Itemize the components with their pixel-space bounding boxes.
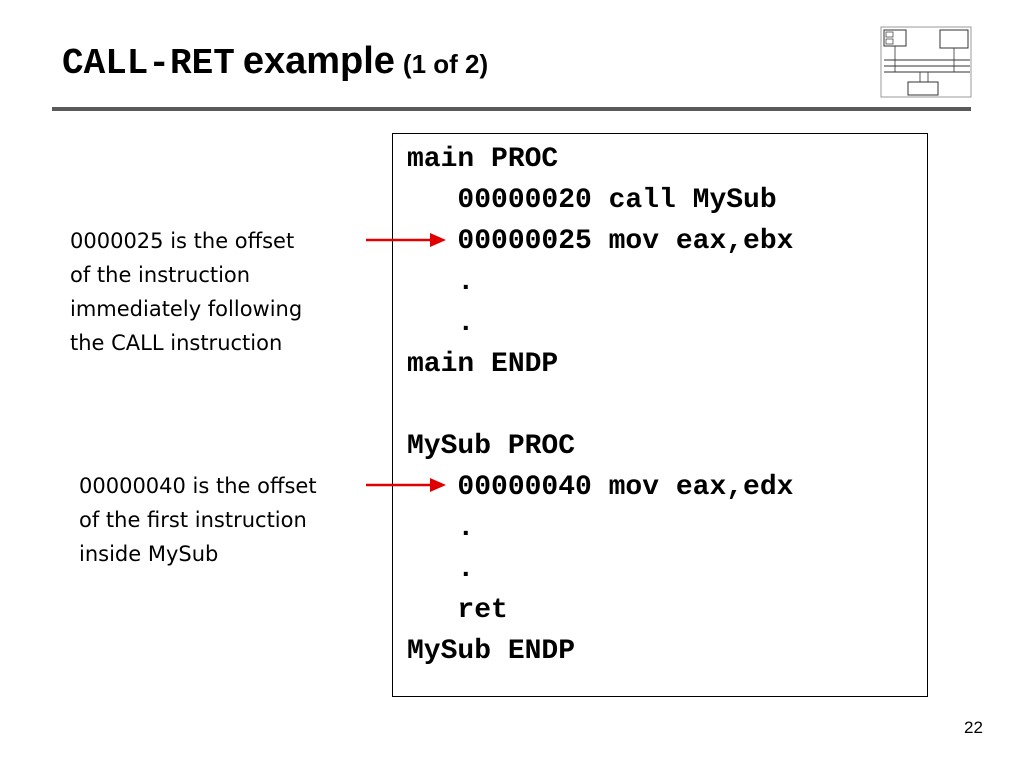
computer-architecture-thumbnail (880, 26, 972, 98)
code-line: 00000040 mov eax,edx (407, 472, 794, 503)
code-line: . (407, 267, 475, 298)
code-line: ret (407, 595, 508, 626)
annotation-line: 00000040 is the offset (79, 474, 317, 498)
code-line: MySub PROC (407, 431, 576, 462)
code-listing: main PROC 00000020 call MySub 00000025 m… (392, 133, 928, 697)
code-line: main ENDP (407, 349, 559, 380)
annotation-line: inside MySub (79, 542, 219, 566)
title-code-part: CALL-RET (62, 43, 235, 84)
annotation-line: the CALL instruction (70, 331, 283, 355)
code-line: . (407, 554, 475, 585)
code-line: 00000025 mov eax,ebx (407, 226, 794, 257)
code-line: 00000020 call MySub (407, 185, 777, 216)
annotation-mysub-offset: 00000040 is the offset of the first inst… (79, 469, 317, 571)
annotation-line: of the instruction (70, 263, 251, 287)
title-text-part: example (242, 40, 395, 82)
code-line: . (407, 308, 475, 339)
code-line: . (407, 513, 475, 544)
page-number: 22 (964, 718, 983, 737)
title-sub-part: (1 of 2) (402, 49, 489, 79)
annotation-line: immediately following (70, 297, 303, 321)
annotation-return-offset: 0000025 is the offset of the instruction… (70, 224, 302, 360)
code-line: main PROC (407, 144, 559, 175)
code-line: MySub ENDP (407, 636, 576, 667)
title-rule (52, 107, 971, 111)
annotation-line: of the first instruction (79, 508, 307, 532)
annotation-line: 0000025 is the offset (70, 229, 295, 253)
